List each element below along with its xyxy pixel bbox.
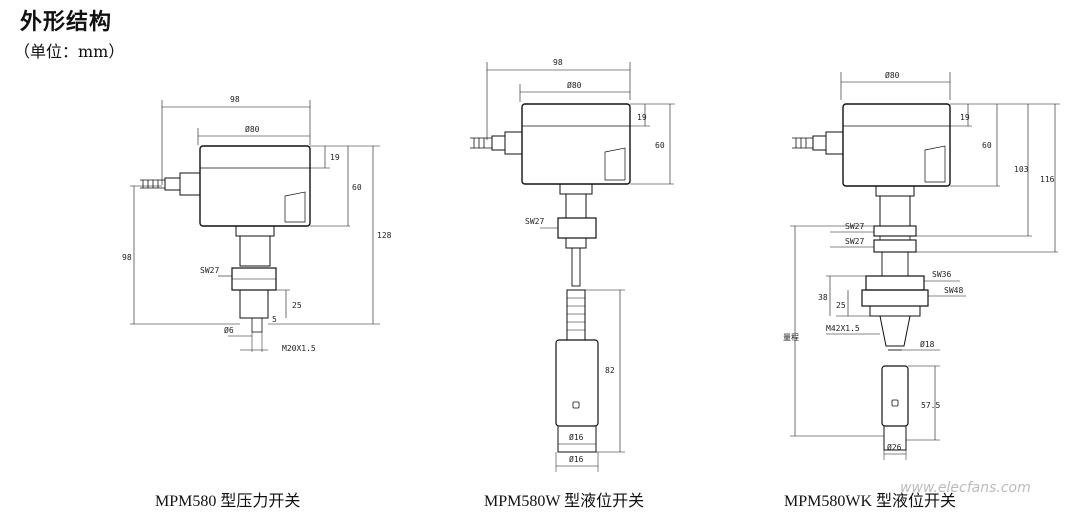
dim-range: 量程 — [783, 333, 799, 342]
drawing-mpm580: 98 Ø80 SW27 19 60 128 — [122, 95, 392, 353]
dim-h82: 82 — [605, 366, 615, 375]
dim-h103: 103 — [1014, 165, 1029, 174]
dim-h25: 25 — [836, 301, 846, 310]
dim-five: 5 — [272, 315, 277, 324]
dim-m20: M20X1.5 — [282, 344, 316, 353]
dim-d26: Ø26 — [887, 442, 902, 452]
dim-d6: Ø6 — [224, 325, 234, 335]
unit-note: （单位：mm） — [14, 42, 125, 61]
dim-dia-80: Ø80 — [245, 124, 260, 134]
dim-h25: 25 — [292, 301, 302, 310]
dim-h60: 60 — [655, 141, 665, 150]
dim-h60: 60 — [982, 141, 992, 150]
dim-d18: Ø18 — [920, 339, 935, 349]
dim-d16a: Ø16 — [569, 432, 584, 442]
drawing-mpm580w: 98 Ø80 SW27 19 60 82 Ø16 — [470, 58, 675, 472]
dim-d57: 57.5 — [921, 401, 940, 410]
dim-dia-80: Ø80 — [885, 70, 900, 80]
dim-h128: 128 — [377, 231, 392, 240]
dim-sw27b: SW27 — [845, 237, 864, 246]
dim-m42: M42X1.5 — [826, 324, 860, 333]
dim-h19: 19 — [960, 113, 970, 122]
dim-sw36: SW36 — [932, 270, 951, 279]
dim-d16b: Ø16 — [569, 454, 584, 464]
dim-h19: 19 — [330, 153, 340, 162]
caption-mpm580: MPM580 型压力开关 — [155, 493, 301, 510]
caption-mpm580w: MPM580W 型液位开关 — [484, 493, 645, 510]
dim-width-98: 98 — [230, 95, 240, 104]
dim-sw27: SW27 — [200, 266, 219, 275]
drawing-mpm580wk: Ø80 19 60 103 116 SW27 — [783, 70, 1060, 460]
dim-h19: 19 — [637, 113, 647, 122]
page-title: 外形结构 — [20, 10, 113, 35]
dim-h60: 60 — [352, 183, 362, 192]
dim-sw27a: SW27 — [845, 222, 864, 231]
dim-sw48: SW48 — [944, 286, 963, 295]
dim-sw27: SW27 — [525, 217, 544, 226]
dim-h116: 116 — [1040, 175, 1055, 184]
watermark: www.elecfans.com — [900, 480, 1031, 496]
dim-h38: 38 — [818, 293, 828, 302]
dim-width-98: 98 — [553, 58, 563, 67]
dim-dia-80: Ø80 — [567, 80, 582, 90]
dim-h98: 98 — [122, 253, 132, 262]
caption-mpm580wk: MPM580WK 型液位开关 — [784, 493, 957, 510]
